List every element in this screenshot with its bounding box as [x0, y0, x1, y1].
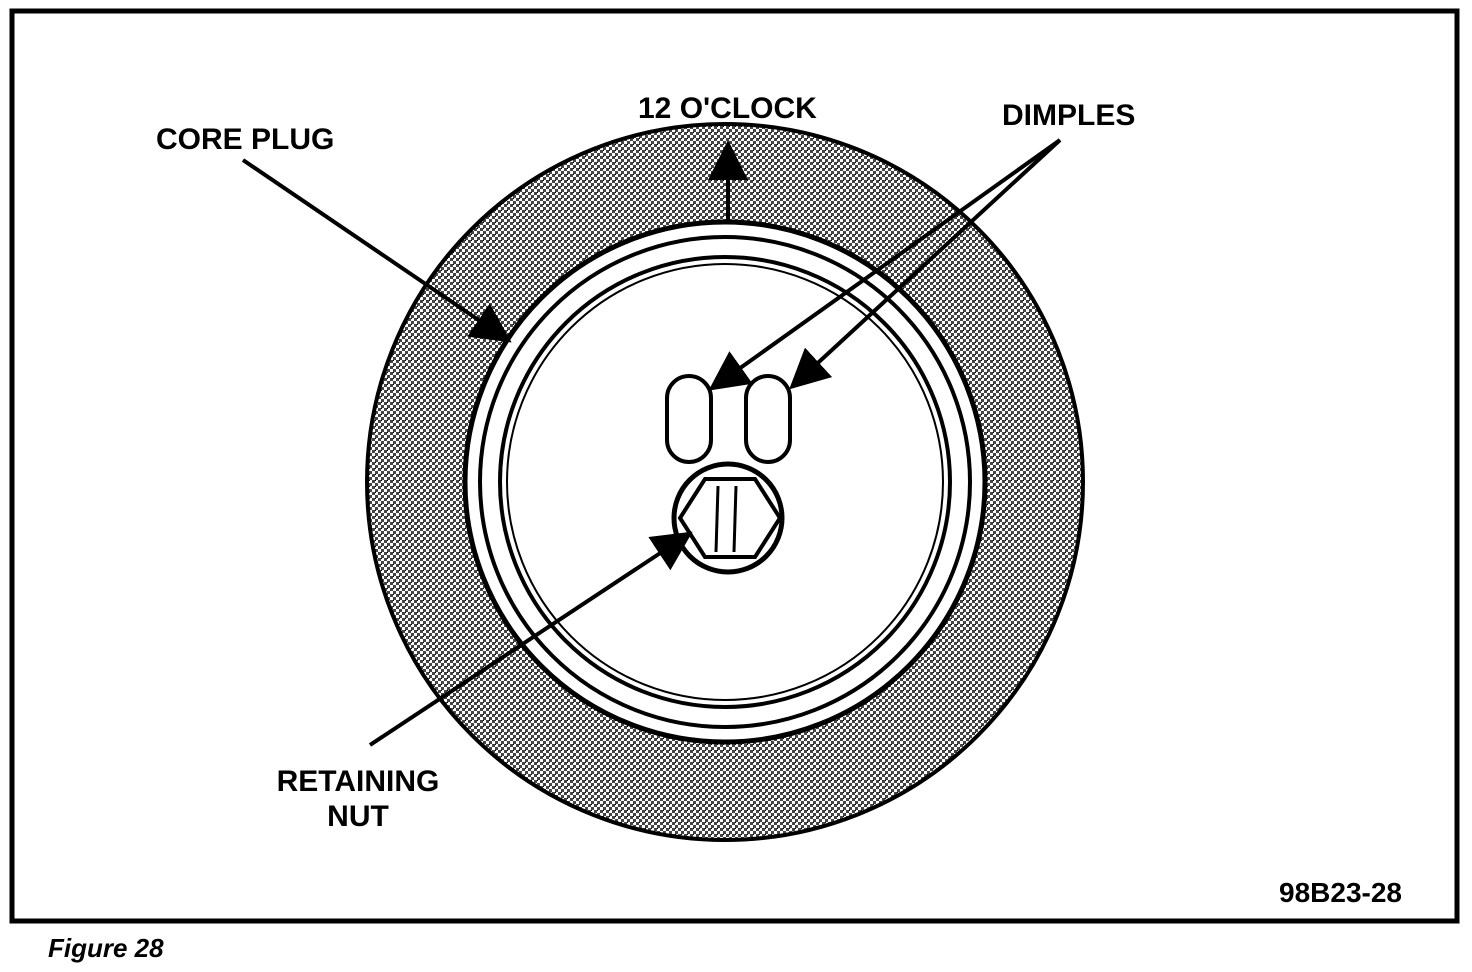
core-plug-label: CORE PLUG [156, 123, 334, 156]
dimples-label: DIMPLES [1002, 99, 1135, 132]
dimple-left-leader [708, 138, 1062, 391]
core-plug-inner-ring [498, 255, 952, 709]
core-plug-middle-ring [478, 235, 972, 729]
core-plug-leader [241, 158, 512, 343]
core-plug-face [506, 263, 944, 701]
dimple-right [744, 374, 792, 464]
figure-code: 98B23-28 [1279, 877, 1402, 908]
dimple-right-leader [789, 138, 1062, 390]
twelve-oclock-label: 12 O'CLOCK [638, 92, 817, 125]
figure-caption: Figure 28 [48, 933, 164, 963]
retaining-nut-hex [677, 477, 783, 559]
retaining-nut-slot-right [732, 485, 738, 553]
retaining-nut-label-line1: RETAINING [277, 765, 440, 798]
retaining-nut-label-line2: NUT [327, 800, 389, 833]
retaining-nut-slot-left [714, 485, 720, 553]
retaining-nut-leader [368, 531, 693, 747]
dimple-left [665, 374, 713, 464]
